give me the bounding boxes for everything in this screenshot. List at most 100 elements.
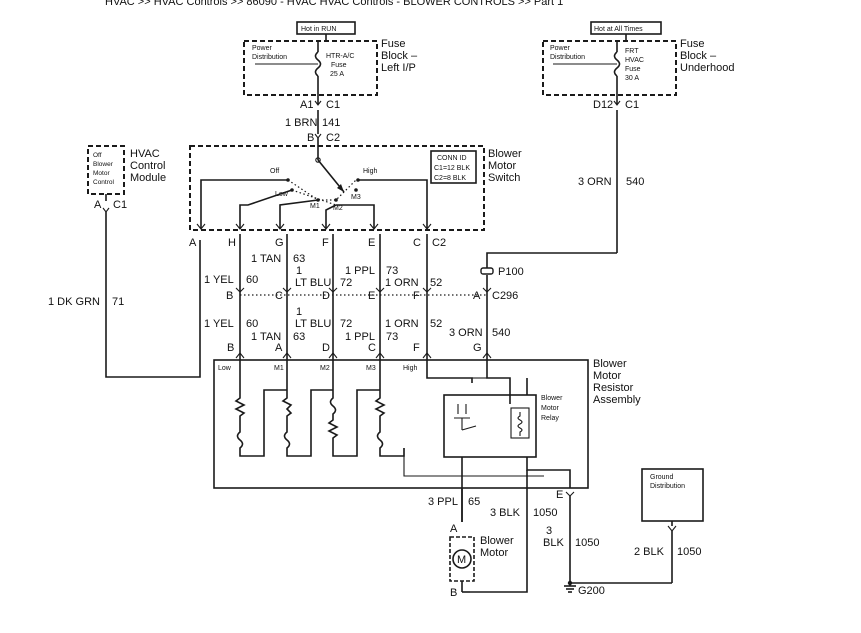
connector-id: C1 bbox=[625, 99, 639, 111]
connector-id: C1 bbox=[113, 199, 127, 211]
tap-label: M3 bbox=[366, 365, 376, 372]
fuse-block-left: Hot in RUN Power Distribution HTR-A/C Fu… bbox=[243, 21, 418, 111]
conn-id-label: CONN ID bbox=[437, 155, 467, 162]
resistor-m2 bbox=[327, 360, 380, 457]
circuit-number: 65 bbox=[468, 496, 480, 508]
circuit-number: 73 bbox=[386, 265, 398, 277]
connector-pin: E bbox=[368, 237, 375, 249]
connector-id: C296 bbox=[492, 290, 518, 302]
motor-symbol bbox=[452, 549, 472, 569]
connector-c296: B C D E F A C296 bbox=[226, 287, 518, 302]
connector-pin: A bbox=[189, 237, 197, 249]
circuit-runs bbox=[239, 234, 488, 360]
wire-label: BLK bbox=[543, 537, 564, 549]
fuse-rating: 30 A bbox=[625, 75, 639, 82]
splice-p100: P100 bbox=[480, 266, 524, 278]
motor-symbol-letter: M bbox=[457, 554, 466, 566]
circuit-number: 52 bbox=[430, 318, 442, 330]
tap-label: Low bbox=[218, 365, 232, 372]
fuse-rating: 25 A bbox=[330, 71, 344, 78]
fuse-label: Fuse bbox=[625, 66, 641, 73]
connector-pin: G bbox=[473, 342, 482, 354]
resistor-m1 bbox=[281, 360, 333, 457]
assembly-name: Assembly bbox=[593, 394, 641, 406]
circuit-number: 1050 bbox=[677, 546, 701, 558]
connector-id: C2 bbox=[432, 237, 446, 249]
fuse-symbol bbox=[613, 51, 621, 77]
circuit-number: 63 bbox=[293, 331, 305, 343]
connector-pin: A bbox=[473, 290, 481, 302]
wire-label: 3 PPL bbox=[428, 496, 458, 508]
switch-name: Switch bbox=[488, 172, 520, 184]
resistor-m3 bbox=[374, 360, 405, 457]
wire-label: 1 BRN bbox=[285, 117, 317, 129]
circuit-number: 71 bbox=[112, 296, 124, 308]
circuit-number: 540 bbox=[492, 327, 510, 339]
hvac-control-module: Off Blower Motor Control HVAC Control Mo… bbox=[87, 145, 166, 213]
switch-position-low: Low bbox=[275, 191, 289, 198]
connector-pin: B bbox=[450, 587, 457, 599]
ground-distribution: Ground Distribution 2 BLK 1050 bbox=[634, 468, 704, 583]
module-box-label: Off bbox=[93, 152, 102, 159]
connector-pin: F bbox=[413, 290, 420, 302]
fuse-label: FRT bbox=[625, 48, 639, 55]
wire-label: 1 ORN bbox=[385, 318, 419, 330]
circuit-number: 1050 bbox=[575, 537, 599, 549]
relay-label: Motor bbox=[541, 405, 560, 412]
assembly-name: Motor bbox=[593, 370, 621, 382]
connector-pin: D12 bbox=[593, 99, 613, 111]
page-header: HVAC >> HVAC Controls >> 86090 - HVAC HV… bbox=[105, 0, 563, 8]
connector-pin: A1 bbox=[300, 99, 313, 111]
connector-pin: C bbox=[275, 290, 283, 302]
wire-label: 1 PPL bbox=[345, 331, 375, 343]
switch-pin-arrows bbox=[196, 223, 432, 230]
ground-label: G200 bbox=[578, 585, 605, 597]
switch-position-m1: M1 bbox=[310, 203, 320, 210]
fuse-block-name: Block – bbox=[381, 50, 418, 62]
wire-label: 3 ORN bbox=[578, 176, 612, 188]
motor-name: Blower bbox=[480, 535, 514, 547]
tap-label: M1 bbox=[274, 365, 284, 372]
blower-motor-switch: CONN ID C1=12 BLK C2=8 BLK Blower Motor … bbox=[189, 145, 522, 231]
relay-label: Blower bbox=[541, 395, 563, 402]
connector-pin: G bbox=[275, 237, 284, 249]
connector-pin: C bbox=[368, 342, 376, 354]
wire-label: LT BLU bbox=[295, 277, 331, 289]
connector-pin: E bbox=[368, 290, 375, 302]
connector-pin: D bbox=[322, 342, 330, 354]
connector-pin: B bbox=[227, 342, 234, 354]
resistor-pin-arrows bbox=[235, 352, 492, 359]
connector-pin: A bbox=[94, 199, 102, 211]
switch-position-m2: M2 bbox=[333, 205, 343, 212]
ground-g200: G200 bbox=[564, 580, 605, 597]
resistor-low bbox=[234, 360, 287, 457]
fuse-symbol bbox=[314, 51, 322, 77]
fuse-block-name: Left I/P bbox=[381, 62, 416, 74]
wire-label: 2 BLK bbox=[634, 546, 665, 558]
connector-pin: C bbox=[413, 237, 421, 249]
wire-label: 1 ORN bbox=[385, 277, 419, 289]
fuse-block-name: Fuse bbox=[381, 38, 405, 50]
circuit-number: 141 bbox=[322, 117, 340, 129]
wire-label: 3 ORN bbox=[449, 327, 483, 339]
wire-label: 1 YEL bbox=[204, 318, 234, 330]
wire-label: 1 TAN bbox=[251, 331, 281, 343]
circuit-number: 52 bbox=[430, 277, 442, 289]
wire-label: 1 YEL bbox=[204, 274, 234, 286]
wire-label: 1 PPL bbox=[345, 265, 375, 277]
circuit-number: 60 bbox=[246, 318, 258, 330]
ground-distribution-label: Ground bbox=[650, 474, 673, 481]
conn-id-label: C1=12 BLK bbox=[434, 165, 470, 172]
module-box-label: Control bbox=[93, 179, 115, 186]
power-distribution-label: Distribution bbox=[550, 54, 585, 61]
wire-label: 1 TAN bbox=[251, 253, 281, 265]
wire-label: 1 bbox=[296, 265, 302, 277]
connector-pin: F bbox=[322, 237, 329, 249]
assembly-name: Blower bbox=[593, 358, 627, 370]
switch-position-m3: M3 bbox=[351, 194, 361, 201]
connector-pin: B bbox=[307, 132, 314, 144]
connector-id: C2 bbox=[326, 132, 340, 144]
module-box-label: Blower bbox=[93, 161, 114, 168]
wire-label: 3 bbox=[546, 525, 552, 537]
relay-label: Relay bbox=[541, 415, 559, 422]
